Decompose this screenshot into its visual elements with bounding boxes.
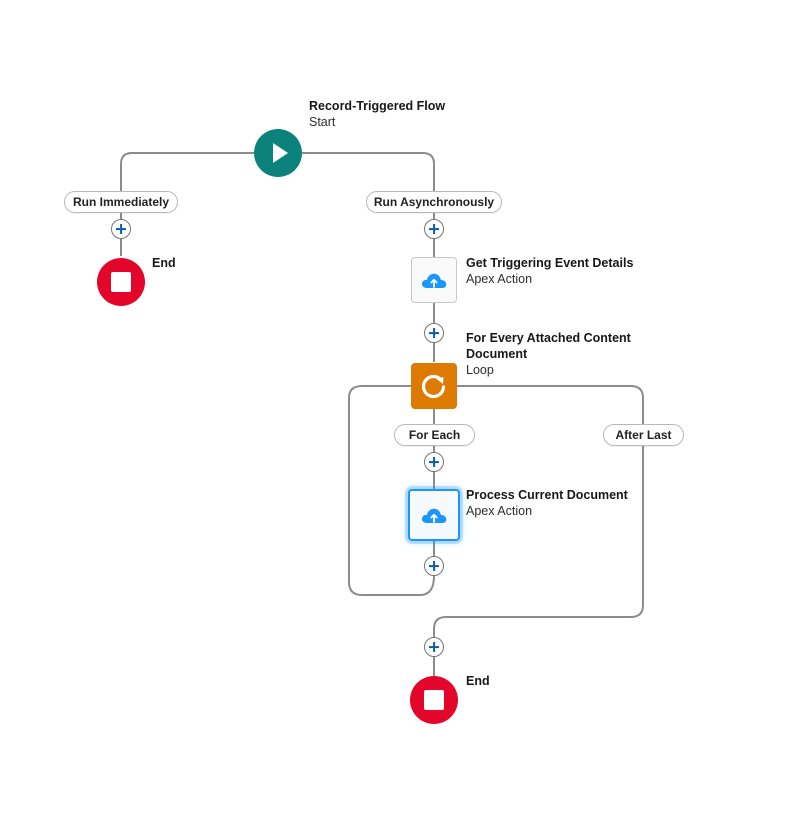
loop-path-after-last[interactable]: After Last — [603, 424, 684, 446]
end-left-title: End — [152, 256, 176, 270]
add-element-button[interactable] — [424, 637, 444, 657]
end-node-right[interactable] — [410, 676, 458, 724]
loop-icon — [421, 374, 446, 399]
cloud-upload-icon — [421, 508, 447, 523]
branch-run-asynchronously[interactable]: Run Asynchronously — [366, 191, 502, 213]
play-icon — [273, 143, 288, 163]
start-title: Record-Triggered Flow — [309, 99, 446, 113]
stop-icon — [424, 690, 444, 710]
loop-path-for-each[interactable]: For Each — [394, 424, 475, 446]
end-left-label: End — [152, 255, 176, 271]
loop-title-line2: Document — [466, 347, 528, 361]
loop-label: For Every Attached Content Document Loop — [466, 330, 631, 378]
get-event-details-subtitle: Apex Action — [466, 272, 533, 286]
apex-action-get-event-details[interactable] — [411, 257, 457, 303]
connector-loop-back — [348, 385, 435, 596]
add-element-button[interactable] — [424, 556, 444, 576]
process-document-title: Process Current Document — [466, 488, 628, 502]
stop-icon — [111, 272, 131, 292]
loop-title-line1: For Every Attached Content — [466, 331, 631, 345]
get-event-details-label: Get Triggering Event Details Apex Action — [466, 255, 633, 287]
add-element-button[interactable] — [424, 219, 444, 239]
get-event-details-title: Get Triggering Event Details — [466, 256, 634, 270]
connector-start-right — [302, 152, 435, 362]
add-element-button[interactable] — [424, 323, 444, 343]
connector-start-left — [120, 152, 254, 256]
start-node[interactable] — [254, 129, 302, 177]
end-right-title: End — [466, 674, 490, 688]
start-label: Record-Triggered Flow Start — [309, 98, 445, 130]
start-subtitle: Start — [309, 115, 336, 129]
end-node-left[interactable] — [97, 258, 145, 306]
connector-after-last — [433, 385, 644, 676]
end-right-label: End — [466, 673, 490, 689]
branch-run-immediately[interactable]: Run Immediately — [64, 191, 178, 213]
add-element-button[interactable] — [424, 452, 444, 472]
cloud-upload-icon — [421, 273, 447, 288]
add-element-button[interactable] — [111, 219, 131, 239]
process-document-label: Process Current Document Apex Action — [466, 487, 628, 519]
process-document-subtitle: Apex Action — [466, 504, 533, 518]
loop-node[interactable] — [411, 363, 457, 409]
loop-subtitle: Loop — [466, 363, 494, 377]
apex-action-process-document[interactable] — [408, 489, 460, 541]
